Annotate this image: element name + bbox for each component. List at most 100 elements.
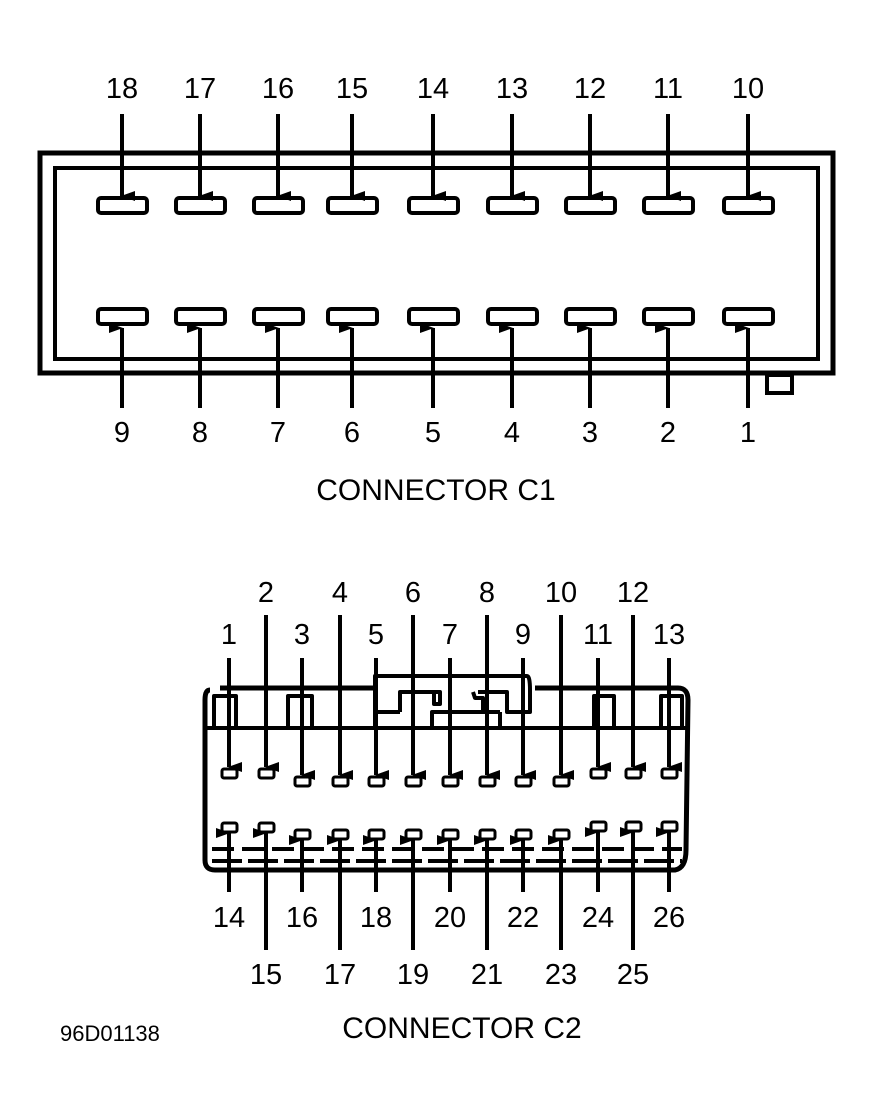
pin-number-label: 13 bbox=[496, 73, 528, 105]
pin-terminal bbox=[220, 767, 239, 780]
c1-pin-8: 8 bbox=[174, 307, 227, 449]
c2-pin-18: 18 bbox=[360, 828, 392, 934]
c1-pin-10: 10 bbox=[722, 73, 775, 215]
c2-pin-2: 2 bbox=[257, 577, 279, 780]
c2-pin-25: 25 bbox=[617, 820, 649, 991]
pin-number-label: 13 bbox=[653, 619, 685, 651]
pin-terminal bbox=[660, 767, 679, 780]
pin-terminal bbox=[441, 828, 460, 841]
pin-number-label: 3 bbox=[582, 417, 598, 449]
pin-number-label: 10 bbox=[732, 73, 764, 105]
c2-left-rib-1 bbox=[212, 694, 238, 728]
pin-number-label: 18 bbox=[106, 73, 138, 105]
pin-terminal bbox=[642, 307, 695, 326]
c1-pin-11: 11 bbox=[642, 73, 695, 215]
pin-number-label: 9 bbox=[114, 417, 130, 449]
c1-latch-tab bbox=[765, 373, 794, 395]
pin-terminal bbox=[404, 828, 423, 841]
c2-pin-1: 1 bbox=[220, 619, 242, 780]
pin-terminal bbox=[367, 828, 386, 841]
pin-number-label: 24 bbox=[582, 902, 614, 934]
pin-number-label: 21 bbox=[471, 959, 503, 991]
pin-terminal bbox=[660, 820, 679, 833]
pin-terminal bbox=[589, 767, 608, 780]
c2-pin-7: 7 bbox=[441, 619, 463, 788]
pin-terminal bbox=[564, 307, 617, 326]
pin-number-label: 1 bbox=[221, 619, 237, 651]
pin-terminal bbox=[367, 775, 386, 788]
pin-terminal bbox=[642, 196, 695, 215]
c1-pin-5: 5 bbox=[407, 307, 460, 449]
pin-terminal bbox=[293, 775, 312, 788]
c2-right-rib-2 bbox=[659, 694, 684, 728]
pin-terminal bbox=[407, 307, 460, 326]
pin-number-label: 26 bbox=[653, 902, 685, 934]
pin-terminal bbox=[326, 196, 379, 215]
pin-terminal bbox=[486, 196, 539, 215]
pin-terminal bbox=[331, 828, 350, 841]
pin-number-label: 7 bbox=[442, 619, 458, 651]
pin-number-label: 14 bbox=[417, 73, 449, 105]
c2-body-outline bbox=[202, 685, 691, 873]
c2-pin-20: 20 bbox=[434, 828, 466, 934]
pin-number-label: 17 bbox=[324, 959, 356, 991]
pin-terminal bbox=[96, 307, 149, 326]
c2-housing bbox=[202, 674, 691, 873]
c2-pin-21: 21 bbox=[471, 828, 503, 991]
c2-pin-16: 16 bbox=[286, 828, 318, 934]
pin-number-label: 16 bbox=[286, 902, 318, 934]
pin-terminal bbox=[624, 767, 643, 780]
pin-terminal bbox=[486, 307, 539, 326]
pin-number-label: 19 bbox=[397, 959, 429, 991]
pin-number-label: 11 bbox=[653, 73, 683, 105]
c2-pin-15: 15 bbox=[250, 821, 282, 991]
pin-terminal bbox=[722, 307, 775, 326]
pin-number-label: 5 bbox=[368, 619, 384, 651]
pin-number-label: 2 bbox=[258, 577, 274, 609]
pin-terminal bbox=[220, 821, 239, 834]
pin-terminal bbox=[589, 820, 608, 833]
pin-number-label: 8 bbox=[192, 417, 208, 449]
pin-number-label: 11 bbox=[583, 619, 613, 651]
c1-pin-4: 4 bbox=[486, 307, 539, 449]
pin-terminal bbox=[257, 767, 276, 780]
c1-pin-15: 15 bbox=[326, 73, 379, 215]
c1-pin-6: 6 bbox=[326, 307, 379, 449]
c1-outer-shell bbox=[37, 150, 836, 376]
pin-terminal bbox=[326, 307, 379, 326]
pin-number-label: 6 bbox=[344, 417, 360, 449]
pin-terminal bbox=[257, 821, 276, 834]
pin-number-label: 9 bbox=[515, 619, 531, 651]
pin-number-label: 12 bbox=[574, 73, 606, 105]
c1-pin-14: 14 bbox=[407, 73, 460, 215]
c2-latch-base bbox=[432, 710, 502, 728]
c1-pin-12: 12 bbox=[564, 73, 617, 215]
pin-number-label: 10 bbox=[545, 577, 577, 609]
pin-terminal bbox=[478, 828, 497, 841]
pin-terminal bbox=[514, 828, 533, 841]
c2-pin-22: 22 bbox=[507, 828, 539, 934]
c1-pin-13: 13 bbox=[486, 73, 539, 215]
pin-terminal bbox=[331, 775, 350, 788]
c1-housing bbox=[37, 150, 836, 395]
pin-number-label: 1 bbox=[740, 417, 756, 449]
c1-pin-3: 3 bbox=[564, 307, 617, 449]
pin-number-label: 18 bbox=[360, 902, 392, 934]
figure-id: 96D01138 bbox=[60, 1021, 160, 1046]
pin-number-label: 20 bbox=[434, 902, 466, 934]
pin-terminal bbox=[174, 196, 227, 215]
pin-terminal bbox=[514, 775, 533, 788]
c2-pin-5: 5 bbox=[367, 619, 389, 788]
pin-number-label: 4 bbox=[332, 577, 348, 609]
c2-pin-4: 4 bbox=[331, 577, 353, 788]
c2-pin-8: 8 bbox=[478, 577, 500, 788]
c2-pin-10: 10 bbox=[545, 577, 577, 788]
c2-pin-26: 26 bbox=[653, 820, 685, 934]
c2-pin-9: 9 bbox=[514, 619, 536, 788]
connector-c2: 1234567891011121314151617181920212223242… bbox=[202, 577, 691, 1045]
c1-pin-17: 17 bbox=[174, 73, 227, 215]
c1-pin-9: 9 bbox=[96, 307, 149, 449]
